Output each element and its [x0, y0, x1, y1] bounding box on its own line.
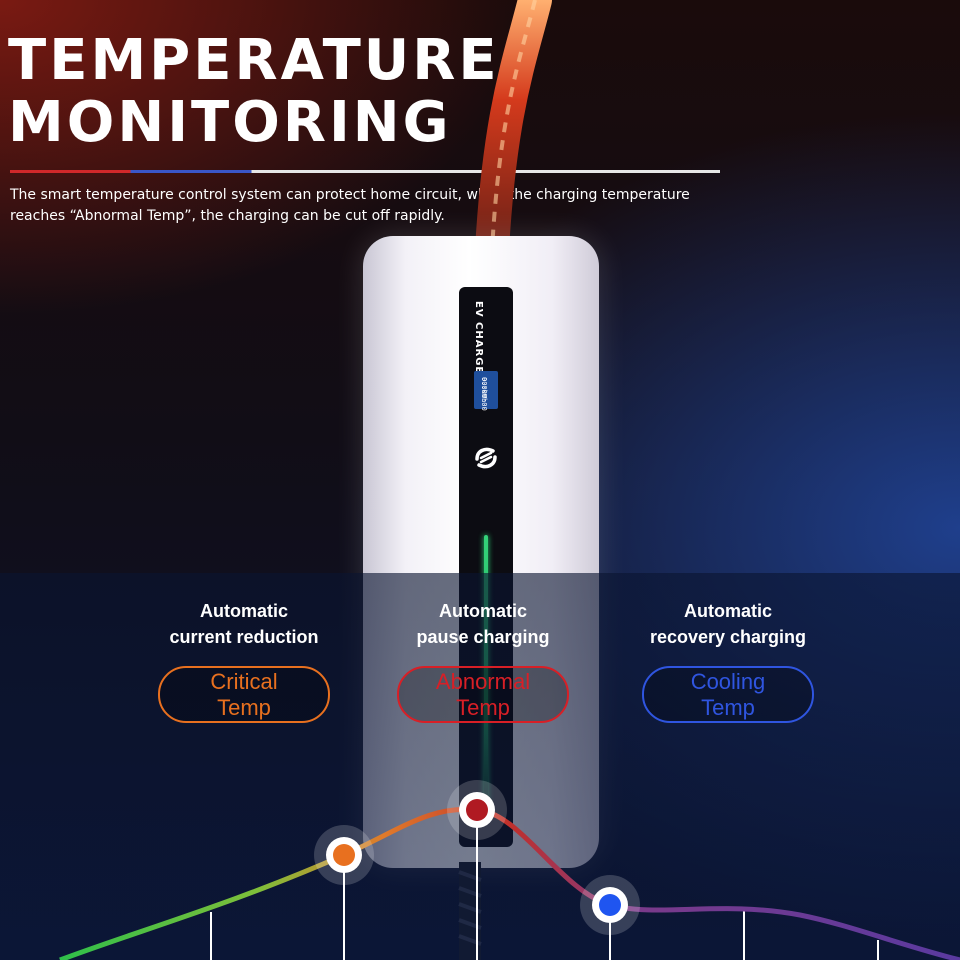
stage-title-line-2: current reduction [169, 627, 319, 647]
title-divider [10, 170, 720, 173]
abnormal-temp-marker [447, 780, 507, 840]
charging-cable-top [475, 0, 552, 250]
charging-logo-icon [475, 447, 497, 469]
stage-title: Automatic recovery charging [608, 598, 848, 650]
charger-label: EV CHARGER [473, 301, 484, 383]
stage-title: Automatic pause charging [363, 598, 603, 650]
stage-title-line-1: Automatic [683, 601, 772, 621]
temperature-curve [59, 780, 960, 960]
curve-line [59, 806, 960, 960]
stage-title-line-1: Automatic [199, 601, 288, 621]
screen-time: 00:00:00 [480, 377, 488, 411]
badge-line-2: Temp [217, 694, 271, 720]
title-line-1: TEMPERATURE [8, 28, 500, 93]
description-text: The smart temperature control system can… [10, 187, 690, 224]
badge-line-1: Critical [210, 668, 278, 694]
charger-screen: 0.0kWh 00:00:00 [474, 371, 498, 411]
cooling-temp-marker [580, 875, 640, 935]
critical-temp-marker [314, 825, 374, 885]
screen-energy: 0.0kWh [480, 377, 488, 403]
curve-stems [210, 810, 879, 960]
page-title: TEMPERATURE MONITORING [8, 30, 500, 154]
temperature-stage-band [0, 573, 960, 960]
badge-line-1: Abnormal [435, 668, 531, 694]
badge-line-2: Temp [456, 694, 510, 720]
stage-title-line-2: recovery charging [649, 627, 807, 647]
stage-title: Automatic current reduction [124, 598, 364, 650]
stage-title-line-1: Automatic [438, 601, 527, 621]
badge-line-1: Cooling [690, 668, 766, 694]
stage-title-line-2: pause charging [416, 627, 550, 647]
title-line-2: MONITORING [8, 90, 452, 155]
badge-line-2: Temp [701, 694, 755, 720]
